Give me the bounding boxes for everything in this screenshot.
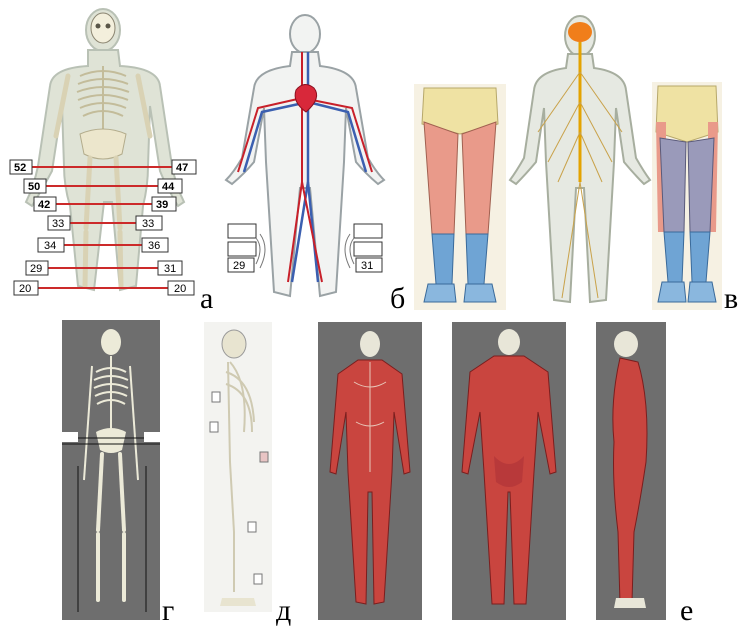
panel-legs-back [652, 82, 722, 310]
circulatory-figure: 29 31 [222, 12, 388, 302]
measure-right-6: 31 [164, 263, 176, 275]
measure-right-3: 39 [156, 199, 168, 211]
legs-front-figure [414, 84, 506, 310]
panel-skeleton-front [62, 320, 160, 620]
measure-right-4: 33 [142, 218, 154, 230]
measure-left-2: 50 [28, 181, 40, 193]
skeleton-front-figure [62, 320, 160, 620]
measure-left-5: 34 [44, 240, 56, 252]
panel-letter-b: б [390, 284, 405, 314]
panel-legs-front [414, 84, 506, 310]
panel-letter-a: а [200, 284, 213, 314]
legs-back-figure [652, 82, 722, 310]
skeleton-figure: 52 50 42 33 34 29 20 47 44 39 33 36 31 2… [8, 6, 204, 300]
panel-letter-v: в [724, 284, 738, 314]
panel-letter-e: е [680, 596, 693, 626]
circulatory-label-right: 31 [361, 260, 373, 272]
muscle-side-figure [596, 322, 666, 620]
panel-skeleton-measurements: 52 50 42 33 34 29 20 47 44 39 33 36 31 2… [8, 6, 204, 300]
measure-left-4: 33 [52, 218, 64, 230]
panel-circulatory: 29 31 [222, 12, 388, 302]
muscle-front-figure [318, 322, 422, 620]
panel-nervous [508, 12, 652, 310]
panel-muscle-back [452, 322, 566, 620]
measure-right-2: 44 [162, 181, 175, 193]
panel-letter-d: д [276, 596, 291, 626]
nervous-figure [508, 12, 652, 310]
panel-muscle-side [596, 322, 666, 620]
measure-left-6: 29 [30, 263, 42, 275]
measure-left-1: 52 [14, 162, 26, 174]
measure-right-1: 47 [176, 162, 188, 174]
measure-left-3: 42 [38, 199, 50, 211]
measure-right-7: 20 [174, 283, 186, 295]
measure-right-5: 36 [148, 240, 160, 252]
muscle-back-figure [452, 322, 566, 620]
skeleton-side-figure [204, 322, 272, 612]
panel-skeleton-side [204, 322, 272, 612]
measure-left-7: 20 [19, 283, 31, 295]
panel-letter-g: г [162, 596, 174, 626]
circulatory-label-left: 29 [233, 260, 245, 272]
panel-muscle-front [318, 322, 422, 620]
